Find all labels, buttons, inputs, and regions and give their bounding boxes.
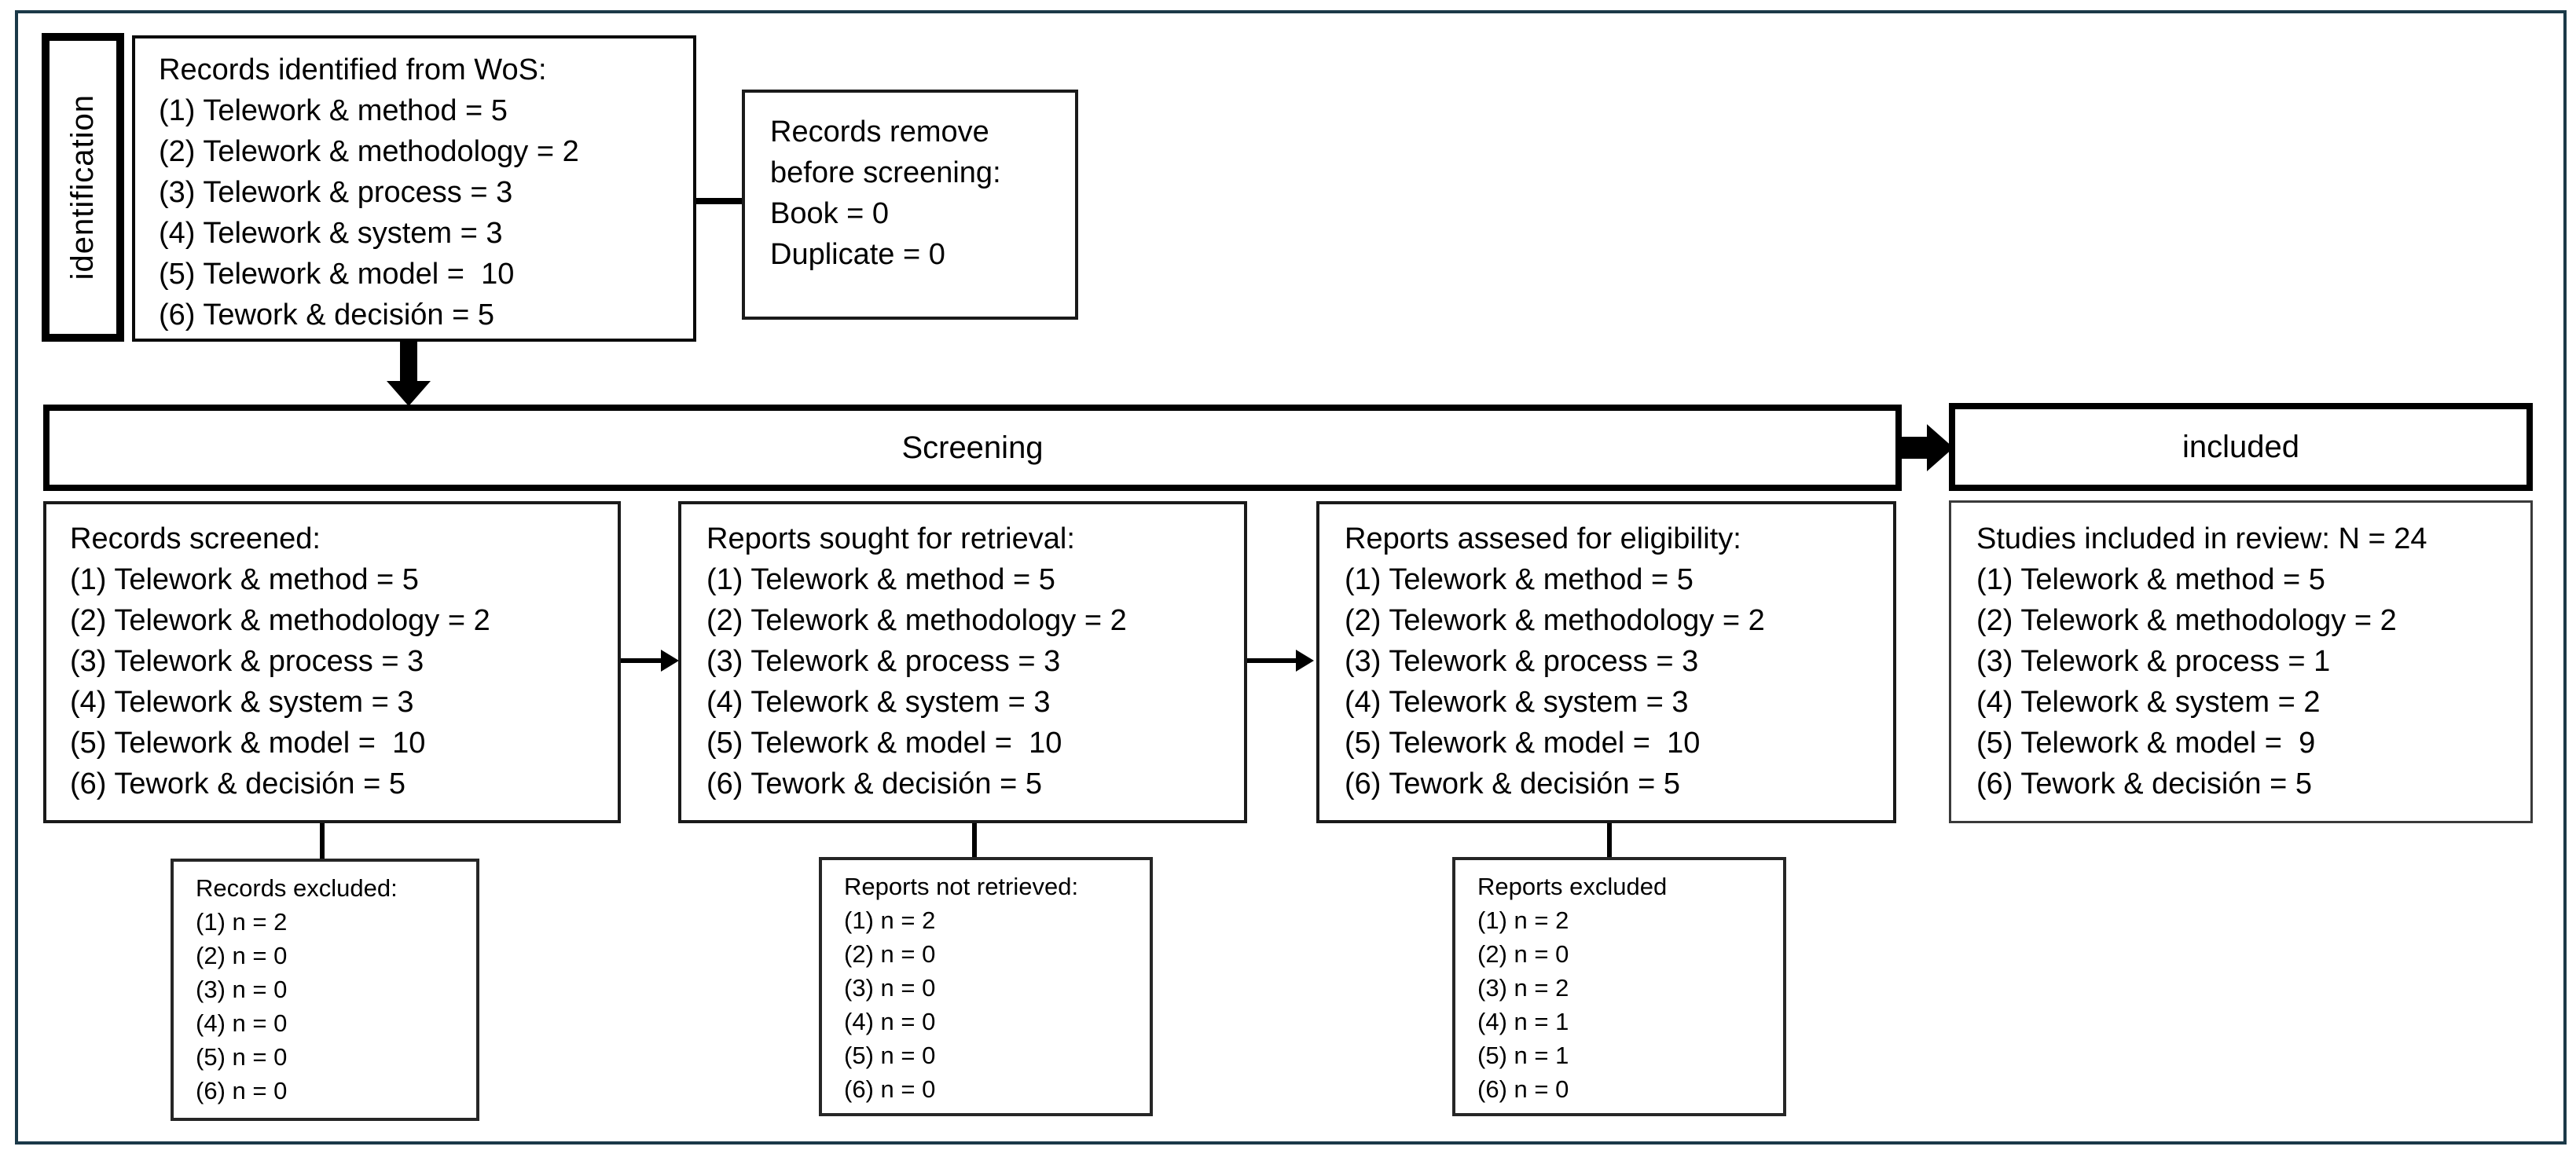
list-item: (6) Tework & decisión = 5 [706,767,1042,800]
list-item: (1) Telework & method = 5 [1976,563,2325,596]
outer-frame [15,10,2567,1145]
list-item: (3) n = 2 [1477,974,1569,1002]
list-item: (1) Telework & method = 5 [1345,563,1693,596]
list-item: (5) Telework & model = 10 [706,727,1062,760]
reports-excluded-title: Reports excluded [1477,873,1668,900]
list-item: (5) Telework & model = 9 [1976,727,2316,760]
down-arrow-icon [387,381,431,406]
studies-included-box: Studies included in review: N = 24 (1) T… [1949,500,2533,823]
list-item: (3) Telework & process = 3 [706,645,1061,678]
list-item: (5) n = 0 [196,1043,288,1071]
reports-sought-title: Reports sought for retrieval: [706,522,1075,555]
studies-included-title: Studies included in review: N = 24 [1976,522,2427,555]
list-item: (6) n = 0 [1477,1075,1569,1103]
list-item: (2) Telework & methodology = 2 [1345,604,1765,637]
reports-not-retrieved-box: Reports not retrieved: (1) n = 2 (2) n =… [819,857,1153,1116]
list-item: (3) n = 0 [844,974,936,1002]
reports-excluded-box: Reports excluded (1) n = 2 (2) n = 0 (3)… [1452,857,1786,1116]
stage-screening-label: Screening [901,430,1044,465]
list-item: (3) n = 0 [196,976,288,1003]
list-item: (1) n = 2 [1477,906,1569,934]
list-item: (3) Telework & process = 3 [1345,645,1699,678]
records-identified-box: Records identified from WoS: (1) Telewor… [132,35,696,342]
records-excluded-box: Records excluded: (1) n = 2 (2) n = 0 (3… [171,859,479,1121]
down-arrow-shaft [400,340,417,383]
records-removed-line: before screening: [770,156,1001,189]
list-item: (1) Telework & method = 5 [70,563,419,596]
list-item: (2) Telework & methodology = 2 [70,604,490,637]
reports-sought-box: Reports sought for retrieval: (1) Telewo… [678,501,1247,823]
records-removed-line: Book = 0 [770,197,890,230]
list-item: (4) n = 0 [196,1009,288,1037]
list-item: (1) n = 2 [196,908,288,936]
list-item: (3) Telework & process = 1 [1976,645,2331,678]
list-item: (2) Telework & methodology = 2 [159,135,579,168]
connector-assessed-to-excluded [1607,823,1612,858]
reports-not-retrieved-title: Reports not retrieved: [844,873,1079,900]
connector-screened-to-excluded [320,823,325,859]
stage-identification-label: identification [65,94,100,280]
list-item: (6) Tework & decisión = 5 [1976,767,2312,800]
records-excluded-title: Records excluded: [196,874,398,902]
stage-included-label: included [2182,429,2299,464]
list-item: (6) n = 0 [196,1077,288,1104]
list-item: (4) Telework & system = 2 [1976,686,2321,719]
arrow-sought-to-assessed-shaft [1247,658,1297,663]
stage-identification-box: identification [42,33,124,342]
list-item: (1) Telework & method = 5 [706,563,1055,596]
arrow-screened-to-sought-shaft [621,658,662,663]
list-item: (5) n = 1 [1477,1042,1569,1069]
connector-identified-to-removed [696,198,742,204]
list-item: (1) Telework & method = 5 [159,94,508,127]
list-item: (6) Tework & decisión = 5 [70,767,405,800]
reports-assessed-box: Reports assesed for eligibility: (1) Tel… [1316,501,1896,823]
connector-sought-to-not-retrieved [972,823,977,858]
list-item: (6) Tework & decisión = 5 [159,298,494,331]
list-item: (6) n = 0 [844,1075,936,1103]
records-removed-line: Duplicate = 0 [770,238,945,271]
list-item: (2) n = 0 [844,940,936,968]
list-item: (1) n = 2 [844,906,936,934]
list-item: (5) Telework & model = 10 [70,727,426,760]
list-item: (4) n = 0 [844,1008,936,1035]
right-arrow-icon [661,650,679,672]
list-item: (4) Telework & system = 3 [706,686,1051,719]
list-item: (2) n = 0 [196,942,288,969]
records-screened-title: Records screened: [70,522,321,555]
list-item: (5) Telework & model = 10 [159,258,515,291]
list-item: (3) Telework & process = 3 [70,645,424,678]
list-item: (4) Telework & system = 3 [70,686,414,719]
list-item: (2) Telework & methodology = 2 [1976,604,2397,637]
list-item: (4) n = 1 [1477,1008,1569,1035]
list-item: (6) Tework & decisión = 5 [1345,767,1680,800]
list-item: (5) Telework & model = 10 [1345,727,1701,760]
list-item: (5) n = 0 [844,1042,936,1069]
stage-screening-box: Screening [43,405,1902,491]
list-item: (3) Telework & process = 3 [159,176,513,209]
records-removed-line: Records remove [770,115,989,148]
records-removed-box: Records remove before screening: Book = … [742,90,1078,320]
included-arrow-shaft [1900,437,1928,459]
list-item: (2) Telework & methodology = 2 [706,604,1127,637]
list-item: (4) Telework & system = 3 [159,217,503,250]
records-identified-title: Records identified from WoS: [159,53,547,86]
records-screened-box: Records screened: (1) Telework & method … [43,501,621,823]
list-item: (4) Telework & system = 3 [1345,686,1689,719]
list-item: (2) n = 0 [1477,940,1569,968]
stage-included-box: included [1949,403,2533,491]
reports-assessed-title: Reports assesed for eligibility: [1345,522,1741,555]
right-arrow-icon [1296,650,1314,672]
